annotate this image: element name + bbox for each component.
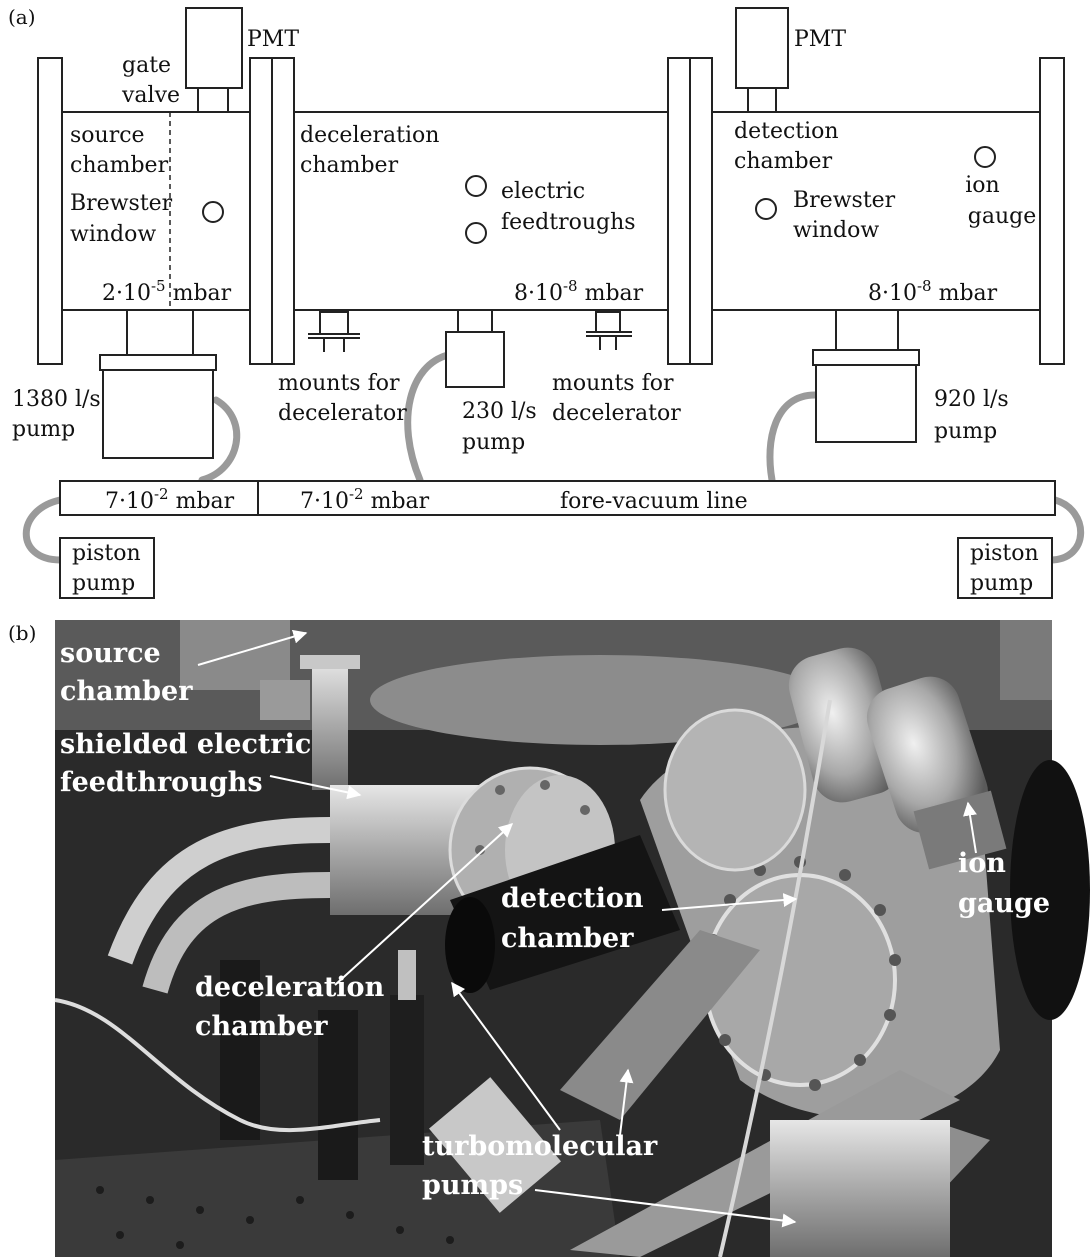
brewster-window-right-label: Brewster window (793, 188, 902, 243)
flange-left (38, 58, 62, 364)
flange-3b (690, 58, 712, 364)
pump-1380-label: 1380 l/s pump (12, 387, 108, 442)
brewster-window-left-label: Brewster window (70, 191, 179, 247)
flange-2a (250, 58, 272, 364)
pmt-left-label: PMT (247, 27, 299, 52)
forevac-pressure-2: 7·10-2 mbar (300, 485, 430, 514)
pressure-detection: 8·10-8 mbar (868, 277, 998, 306)
decelerator-mount-left (308, 312, 360, 352)
source-chamber-label: source chamber (70, 123, 169, 178)
source-window-port (203, 202, 223, 222)
deceleration-chamber-label: deceleration chamber (300, 123, 446, 178)
flange-2b (272, 58, 294, 364)
gate-valve-label: gate valve (121, 53, 180, 108)
feedthrough-port-1 (466, 176, 486, 196)
pressure-source: 2·10-5 mbar (102, 277, 232, 306)
forevac-line-label: fore-vacuum line (560, 489, 748, 514)
mounts-right-label: mounts for decelerator (552, 371, 681, 426)
panel-b-photo: (b) (8, 620, 1090, 1257)
pump-1380 (100, 310, 216, 458)
panel-b-label: (b) (8, 621, 36, 645)
decelerator-mount-right (586, 312, 632, 350)
pmt-right (736, 8, 788, 112)
pump-920-label: 920 l/s pump (934, 387, 1016, 444)
pmt-right-label: PMT (794, 27, 846, 52)
mounts-left-label: mounts for decelerator (278, 371, 407, 426)
pressure-deceleration: 8·10-8 mbar (514, 277, 644, 306)
panel-a-schematic: (a) PMT PMT gate valve sou (8, 5, 1081, 598)
feedthrough-port-2 (466, 223, 486, 243)
forevac-pressure-1: 7·10-2 mbar (105, 485, 235, 514)
flange-3a (668, 58, 690, 364)
pump-230 (446, 310, 504, 387)
pump-920 (813, 310, 919, 442)
detection-window-port (756, 199, 776, 219)
pmt-left (186, 8, 242, 112)
flange-right (1040, 58, 1064, 364)
detection-chamber-label: detection chamber (734, 119, 846, 174)
pump-230-label: 230 l/s pump (462, 399, 544, 455)
electric-feedthroughs-label: electric feedtroughs (501, 179, 636, 235)
ion-gauge-label: ion gauge (965, 173, 1036, 229)
panel-a-label: (a) (8, 5, 36, 29)
ion-gauge-port (975, 147, 995, 167)
